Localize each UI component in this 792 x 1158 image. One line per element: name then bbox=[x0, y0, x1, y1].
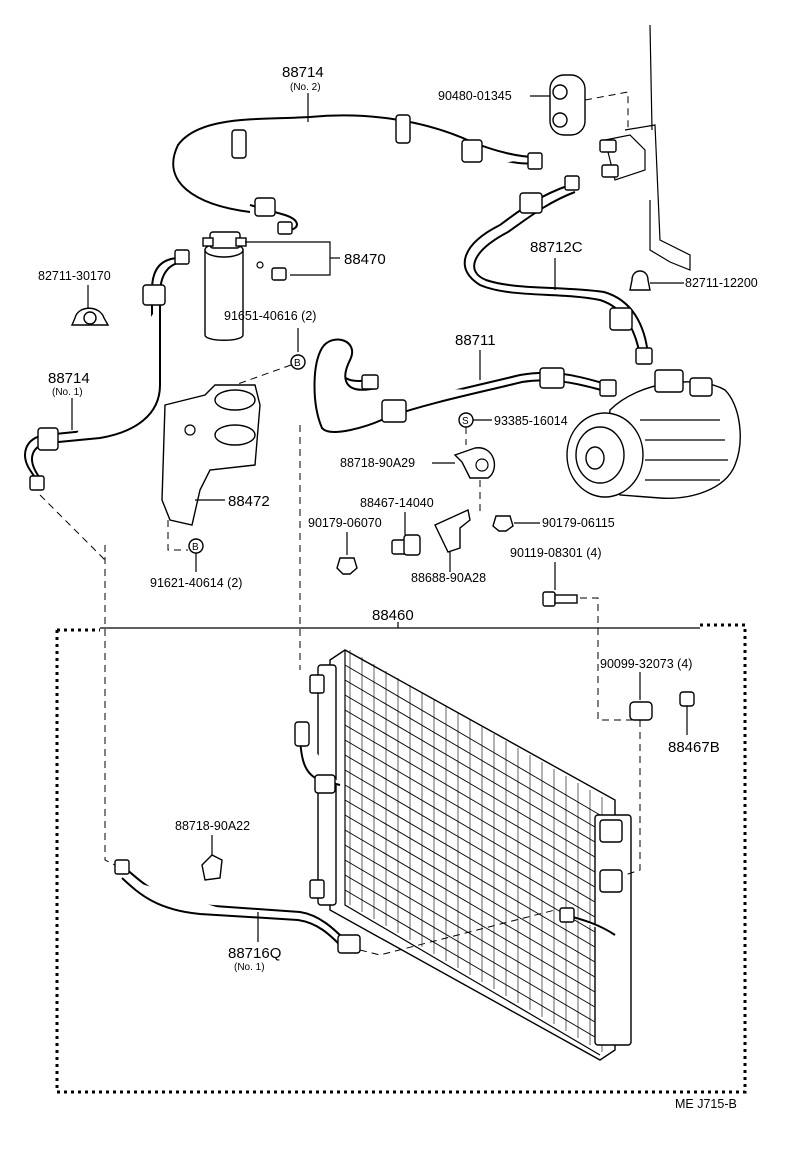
nut-90179-06070 bbox=[336, 557, 358, 575]
switch-88467-14040 bbox=[391, 534, 421, 556]
label-90119-08301: 90119-08301 (4) bbox=[510, 546, 602, 560]
condenser-fin bbox=[344, 874, 601, 1026]
tube-88711 bbox=[313, 338, 617, 433]
body-panel bbox=[599, 24, 691, 271]
condenser-88460 bbox=[309, 649, 632, 1061]
condenser-fin bbox=[344, 889, 601, 1041]
label-90179-06115: 90179-06115 bbox=[542, 516, 615, 530]
condenser-fin bbox=[344, 709, 601, 861]
label-88718-90a29: 88718-90A29 bbox=[340, 456, 415, 470]
label-88716q: 88716Q bbox=[228, 945, 281, 962]
label-91621-40614: 91621-40614 (2) bbox=[150, 576, 242, 590]
label-90480-01345: 90480-01345 bbox=[438, 89, 512, 103]
label-91651-40616: 91651-40616 (2) bbox=[224, 309, 316, 323]
condenser-fin bbox=[344, 799, 601, 951]
grommet-90480 bbox=[549, 74, 586, 136]
clamp-82711-30170 bbox=[70, 307, 110, 326]
footer-code: ME J715-B bbox=[675, 1097, 737, 1111]
grommet-90099-32073 bbox=[629, 701, 653, 721]
label-90099-32073: 90099-32073 (4) bbox=[600, 657, 692, 671]
label-88688-90a28: 88688-90A28 bbox=[411, 571, 486, 585]
condenser-fin bbox=[344, 859, 601, 1011]
label-88714-no2: 88714 bbox=[282, 64, 324, 81]
label-82711-12200: 82711-12200 bbox=[685, 276, 758, 290]
hose-88714-no2 bbox=[172, 114, 543, 235]
condenser-outlet-pipe bbox=[559, 907, 616, 936]
label-88714-no2-sub: (No. 2) bbox=[290, 82, 321, 93]
ref-b-bottom: B bbox=[192, 542, 199, 553]
label-88460: 88460 bbox=[372, 607, 414, 624]
label-93385-16014: 93385-16014 bbox=[494, 414, 568, 428]
clamp-82711-12200 bbox=[629, 270, 651, 291]
tube-88716q bbox=[114, 859, 361, 954]
label-88714-no1: 88714 bbox=[48, 370, 90, 387]
condenser-frame bbox=[55, 623, 747, 1094]
clamp-88718-90a29 bbox=[453, 447, 496, 479]
ref-b-top: B bbox=[294, 358, 301, 369]
condenser-fin bbox=[344, 739, 601, 891]
condenser-fin bbox=[344, 769, 601, 921]
label-90179-06070: 90179-06070 bbox=[308, 516, 382, 530]
condenser-inlet-pipe bbox=[294, 721, 341, 794]
clamp-88718-90a22 bbox=[201, 854, 223, 881]
label-88716q-sub: (No. 1) bbox=[234, 962, 265, 973]
compressor bbox=[566, 369, 741, 499]
hose-88714-no1 bbox=[24, 249, 190, 491]
label-88467b: 88467B bbox=[668, 739, 720, 756]
condenser-fin bbox=[344, 679, 601, 831]
label-88711: 88711 bbox=[455, 332, 496, 349]
condenser-fin bbox=[344, 844, 601, 996]
condenser-fin bbox=[344, 754, 601, 906]
label-88718-90a22: 88718-90A22 bbox=[175, 819, 250, 833]
condenser-fin bbox=[344, 814, 601, 966]
receiver-dryer-88470 bbox=[202, 231, 287, 341]
sensor-88467b bbox=[679, 691, 695, 707]
condenser-fin bbox=[344, 694, 601, 846]
label-88467-14040: 88467-14040 bbox=[360, 496, 434, 510]
label-88472: 88472 bbox=[228, 493, 270, 510]
condenser-fin bbox=[344, 829, 601, 981]
label-88712c: 88712C bbox=[530, 239, 583, 256]
condenser-fin bbox=[344, 784, 601, 936]
bracket-88472 bbox=[161, 384, 261, 526]
hose-88712c bbox=[463, 175, 653, 365]
nut-90179-06115 bbox=[492, 515, 514, 532]
label-82711-30170: 82711-30170 bbox=[38, 269, 111, 283]
condenser-fin bbox=[344, 724, 601, 876]
bolt-90119-08301 bbox=[542, 591, 578, 607]
label-88470: 88470 bbox=[344, 251, 386, 268]
condenser-fin bbox=[344, 664, 601, 816]
bracket-88688-90a28 bbox=[434, 508, 471, 553]
label-88714-no1-sub: (No. 1) bbox=[52, 387, 83, 398]
ref-s: S bbox=[462, 416, 469, 427]
